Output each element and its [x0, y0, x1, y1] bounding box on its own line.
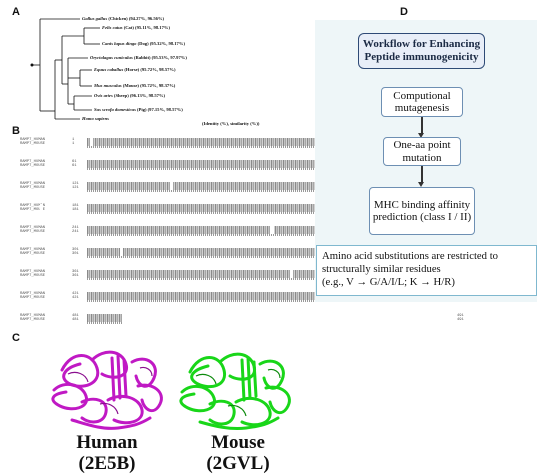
mouse-structure-image [179, 352, 291, 430]
panel-b-label: B [12, 125, 20, 137]
human-structure-image [51, 350, 163, 430]
sequence-alignment: RAMP7_HUMAN RAMP7_MOUSE 1 1 60 60 RAMP7_… [20, 138, 470, 330]
substitution-note: Amino acid substitutions are restricted … [316, 245, 537, 296]
species-pig: Sus scrofa domesticus (Pig) (97.15%, 98.… [94, 107, 183, 112]
arrow-icon [418, 117, 424, 138]
step-computational-mutagenesis: Computional mutagenesis [381, 87, 463, 117]
panel-c-label: C [12, 332, 20, 344]
alignment-block: RAMP7_HUMAN RAMP7_MOUSE 481 481 491 491 [20, 314, 464, 324]
panel-d-label: D [400, 6, 408, 18]
species-chicken: Gallus gallus (Chicken) (94.27%, 96.56%) [82, 16, 165, 21]
tree-legend: (Identity (%), similarity (%)) [202, 121, 260, 126]
workflow-title: Workflow for Enhancing Peptide immunogen… [358, 33, 485, 69]
step-mhc-prediction: MHC binding affinity prediction (class I… [369, 187, 475, 235]
step-point-mutation: One-aa point mutation [383, 137, 461, 166]
mouse-caption: Mouse(2GVL) [206, 432, 270, 474]
arrow-icon [418, 166, 424, 187]
species-dog: Canis lupus dingo (Dog) (95.32%, 98.17%) [102, 41, 185, 46]
species-cat: Felis catus (Cat) (95.11%, 98.17%) [102, 25, 171, 30]
species-horse: Equus caballus (Horse) (95.72%, 98.57%) [94, 67, 176, 72]
species-human: Homo sapiens [82, 116, 109, 121]
phylogenetic-tree [30, 18, 100, 120]
panel-a-label: A [12, 6, 20, 18]
species-rabbit: Oryctolagus cuniculus (Rabbit) (95.53%, … [90, 55, 187, 60]
species-mouse: Mus musculus (Mouse) (95.72%, 98.37%) [94, 83, 176, 88]
species-sheep: Ovis aries (Sheep) (96.13%, 98.57%) [94, 93, 166, 98]
human-caption: Human(2E5B) [76, 432, 138, 474]
